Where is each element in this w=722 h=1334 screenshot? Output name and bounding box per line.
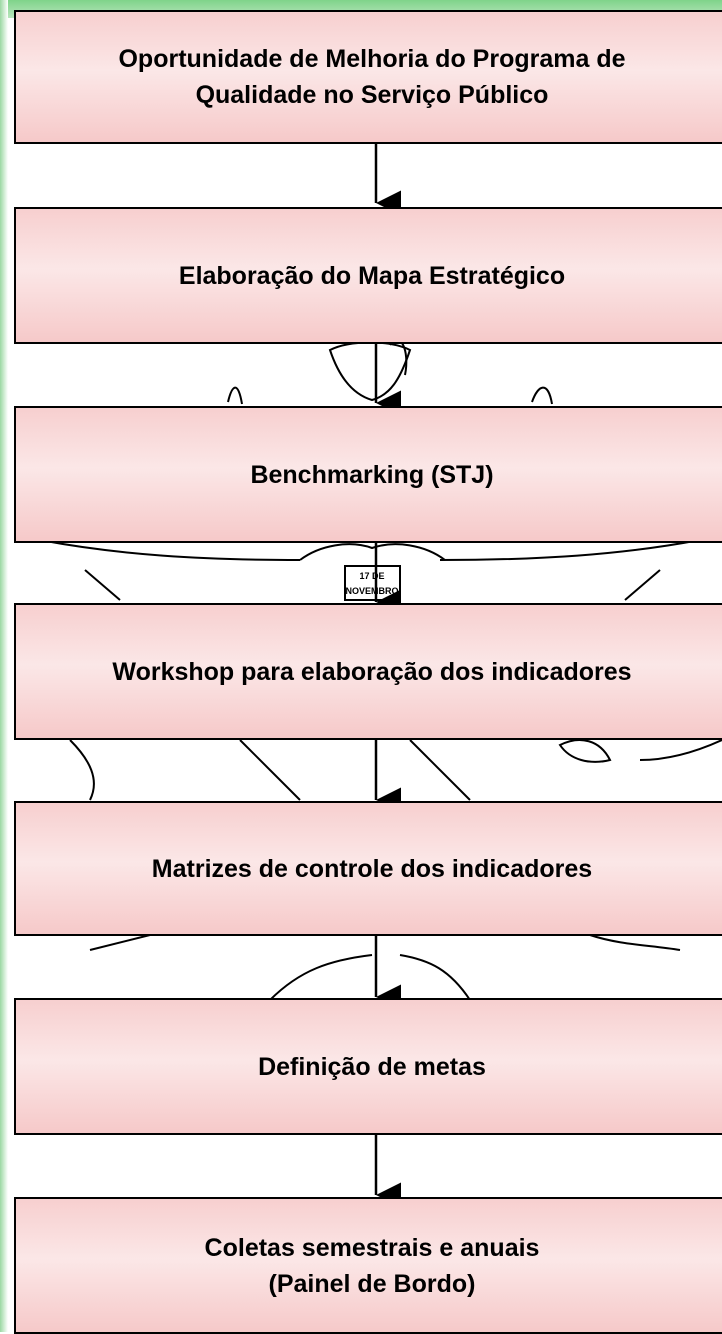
- step-label-4: Workshop para elaboração dos indicadores: [112, 657, 632, 686]
- step-box-2: Elaboração do Mapa Estratégico: [14, 207, 722, 344]
- step-label-5: Matrizes de controle dos indicadores: [151, 854, 593, 883]
- step-label-3: Benchmarking (STJ): [250, 460, 494, 489]
- step-label-1: Oportunidade de Melhoria do Programa de …: [118, 45, 626, 109]
- step-box-3: Benchmarking (STJ): [14, 406, 722, 543]
- step-box-1: Oportunidade de Melhoria do Programa de …: [14, 10, 722, 144]
- step-box-6: Definição de metas: [14, 998, 722, 1135]
- emblem-text-bottom: NOVEMBRO: [345, 586, 398, 596]
- left-color-edge: [0, 0, 8, 1332]
- emblem-text-top: 17 DE: [359, 571, 384, 581]
- step-box-4: Workshop para elaboração dos indicadores: [14, 603, 722, 740]
- step-label-7: Coletas semestrais e anuais (Painel de B…: [204, 1233, 540, 1298]
- step-label-6: Definição de metas: [258, 1052, 486, 1081]
- step-box-5: Matrizes de controle dos indicadores: [14, 801, 722, 936]
- step-label-2: Elaboração do Mapa Estratégico: [178, 261, 566, 290]
- step-box-7: Coletas semestrais e anuais (Painel de B…: [14, 1197, 722, 1334]
